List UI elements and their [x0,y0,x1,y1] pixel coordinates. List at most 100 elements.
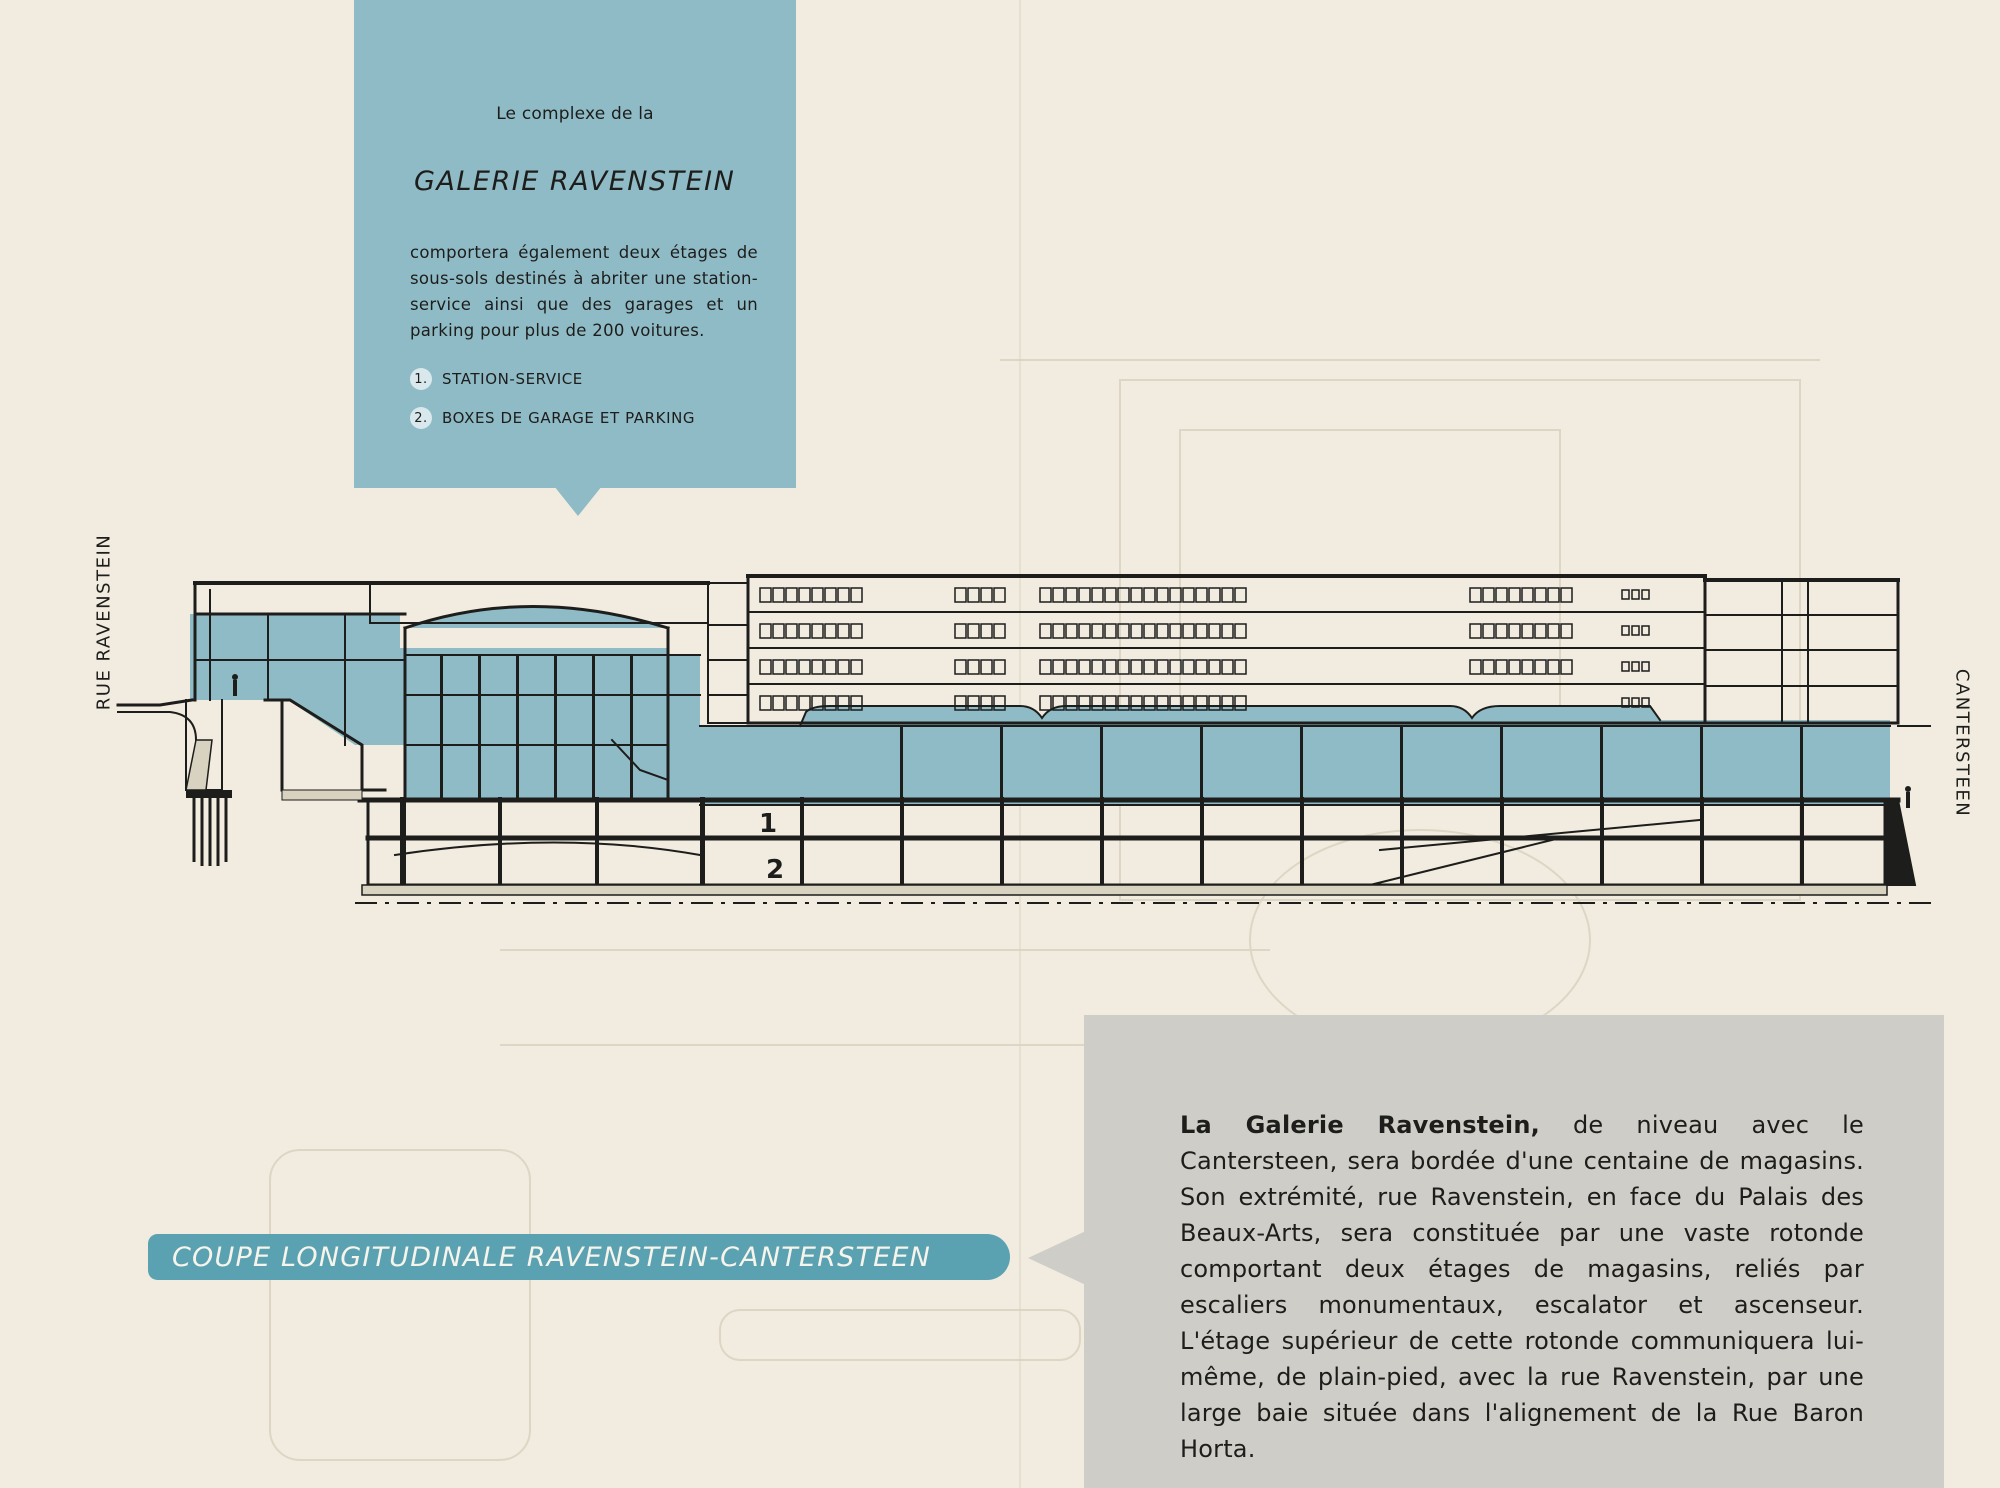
tower-small-window [1631,697,1640,708]
tower-window [1547,623,1560,639]
tower-window [824,587,837,603]
tower-window [967,587,980,603]
tower-window [811,587,824,603]
tower-small-window [1631,661,1640,672]
tower-window [824,623,837,639]
tower-window [1195,623,1208,639]
section-caption-ribbon: COUPE LONGITUDINALE RAVENSTEIN-CANTERSTE… [148,1234,1010,1280]
tower-window [1182,623,1195,639]
tower-window [980,659,993,675]
tower-window [993,695,1006,711]
tower-window [785,695,798,711]
tower-window [954,695,967,711]
tower-window [850,623,863,639]
tower-window [1169,587,1182,603]
tower-window [1234,695,1247,711]
tower-window [772,623,785,639]
description-box: La Galerie Ravenstein, de niveau avec le… [1084,1015,1944,1488]
tower-window [1078,695,1091,711]
tower-window [798,659,811,675]
tower-window [1560,623,1573,639]
tower-window [824,659,837,675]
tower-window [1469,587,1482,603]
tower-window [1182,695,1195,711]
tower-window [1052,659,1065,675]
tower-window [1521,587,1534,603]
tower-window [1482,623,1495,639]
tower-window [837,695,850,711]
tower-window [1521,623,1534,639]
tower-window [1065,659,1078,675]
tower-window [1495,587,1508,603]
tower-window [824,695,837,711]
tower-window [980,623,993,639]
tower-window [759,623,772,639]
tower-window [1104,623,1117,639]
tower-window [1091,623,1104,639]
tower-window [1156,659,1169,675]
tower-window [1143,695,1156,711]
tower-window [1052,623,1065,639]
tower-window [1221,659,1234,675]
tower-window [1208,695,1221,711]
tower-window [993,659,1006,675]
tower-small-window [1621,589,1630,600]
legend-number-1: 1. [410,368,432,390]
info-intro: Le complexe de la [496,104,654,124]
tower-window [1495,623,1508,639]
tower-window [1469,623,1482,639]
tower-window [1156,695,1169,711]
tower-window [1560,587,1573,603]
description-text: La Galerie Ravenstein, de niveau avec le… [1180,1107,1864,1467]
tower-window [1078,659,1091,675]
tower-window [850,695,863,711]
tower-small-window [1641,661,1650,672]
tower-window [1221,587,1234,603]
tower-window [850,659,863,675]
tower-window [1169,695,1182,711]
tower-window [967,659,980,675]
tower-window [954,623,967,639]
galerie-fill [700,706,1890,805]
tower-small-window [1631,625,1640,636]
tower-window [1039,587,1052,603]
tower-small-window [1641,697,1650,708]
tower-window [1234,587,1247,603]
level-2-label: 2 [766,855,784,885]
tower-window [1182,587,1195,603]
tower-window [967,695,980,711]
person-figures [232,674,1911,808]
tower-window [993,623,1006,639]
tower-window [1117,695,1130,711]
tower-window [1195,587,1208,603]
tower-window [1130,659,1143,675]
tower-window [1221,623,1234,639]
tower-window [759,695,772,711]
tower-window [1117,659,1130,675]
tower-window [1104,659,1117,675]
tower-window [1560,659,1573,675]
rotonde-fill [190,614,700,800]
tower-window [1143,659,1156,675]
legend-label-1: STATION-SERVICE [442,370,583,388]
tower-window [1117,587,1130,603]
tower-window [785,659,798,675]
tower-window [1208,659,1221,675]
tower-window [785,587,798,603]
tower-windows [759,587,1650,711]
tower-window [1508,659,1521,675]
tower-window [785,623,798,639]
tower-window [1521,659,1534,675]
tower-window [1078,587,1091,603]
tower-window [1169,623,1182,639]
tower-window [1091,587,1104,603]
tower-window [1052,587,1065,603]
tower-window [772,659,785,675]
tower-window [1534,623,1547,639]
tower-window [1143,587,1156,603]
info-body: comportera également deux étages de sous… [410,243,758,340]
tower-window [1208,587,1221,603]
section-columns [400,655,1804,887]
